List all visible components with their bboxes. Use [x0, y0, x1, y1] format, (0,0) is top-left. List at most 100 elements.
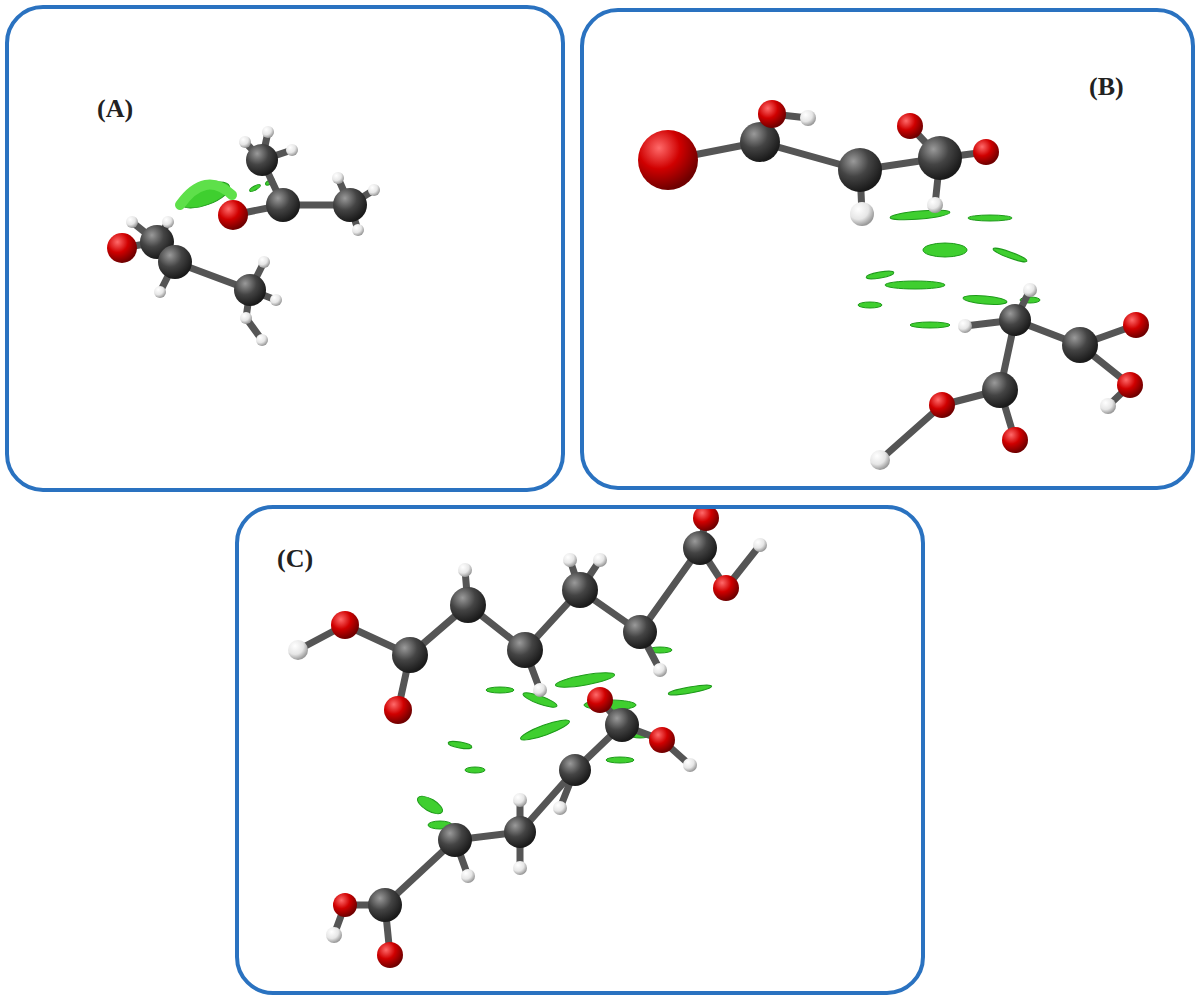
atom-sphere: [240, 312, 252, 324]
atom-sphere: [352, 224, 364, 236]
atom-sphere: [559, 754, 591, 786]
nci-patch: [890, 208, 950, 221]
atom-sphere: [262, 126, 274, 138]
atom-sphere: [333, 893, 357, 917]
atom-sphere: [562, 572, 598, 608]
atom-sphere: [239, 136, 251, 148]
atom-sphere: [1117, 372, 1143, 398]
atom-sphere: [256, 334, 268, 346]
nci-isosurface: [177, 177, 1040, 829]
atom-sphere: [683, 531, 717, 565]
atom-sphere: [246, 144, 278, 176]
nci-patch: [910, 322, 950, 328]
atom-sphere: [504, 816, 536, 848]
atom-sphere: [368, 888, 402, 922]
atom-sphere: [258, 256, 270, 268]
atom-sphere: [158, 245, 192, 279]
atom-sphere: [513, 793, 527, 807]
panel-frame: (B): [580, 8, 1195, 490]
nci-patch: [519, 716, 571, 743]
atom-sphere: [507, 632, 543, 668]
atom-sphere: [753, 538, 767, 552]
atom-sphere: [897, 113, 923, 139]
atom-sphere: [918, 136, 962, 180]
nci-patch: [866, 270, 895, 281]
atom-sphere: [973, 139, 999, 165]
atom-sphere: [1023, 283, 1037, 297]
atom-sphere: [1002, 427, 1028, 453]
nci-patch: [249, 183, 261, 192]
atom-sphere: [800, 110, 816, 126]
atom-sphere: [288, 640, 308, 660]
atom-sphere: [286, 144, 298, 156]
atom-sphere: [107, 233, 137, 263]
atom-sphere: [450, 587, 486, 623]
atom-sphere: [870, 450, 890, 470]
atom-sphere: [234, 274, 266, 306]
atom-sphere: [850, 202, 874, 226]
atom-sphere: [333, 188, 367, 222]
panel-label: (B): [1089, 72, 1124, 102]
atom-sphere: [758, 100, 786, 128]
atom-sphere: [218, 200, 248, 230]
nci-patch: [963, 294, 1008, 306]
atom-sphere: [326, 927, 342, 943]
nci-patch: [923, 243, 967, 257]
atom-sphere: [593, 553, 607, 567]
atom-sphere: [384, 696, 412, 724]
atom-sphere: [1100, 398, 1116, 414]
nci-patch: [180, 185, 232, 205]
panel-label: (C): [277, 544, 313, 574]
nci-patch: [415, 793, 445, 817]
atom-sphere: [458, 563, 472, 577]
atom-sphere: [377, 942, 403, 968]
bond-sticks: [122, 114, 1136, 955]
atom-sphere: [513, 861, 527, 875]
nci-patch: [448, 740, 473, 750]
nci-patch: [606, 757, 634, 763]
atom-sphere: [623, 615, 657, 649]
atom-sphere: [438, 823, 472, 857]
nci-patch: [465, 767, 485, 773]
atom-sphere: [154, 286, 166, 298]
atom-sphere: [1123, 312, 1149, 338]
nci-patch: [992, 246, 1028, 264]
atom-spheres: [107, 100, 1149, 968]
nci-patch: [668, 683, 712, 697]
atom-sphere: [266, 188, 300, 222]
panel-frame: (A): [5, 5, 565, 492]
nci-patch: [555, 670, 616, 690]
atom-sphere: [563, 553, 577, 567]
atom-sphere: [649, 727, 675, 753]
atom-sphere: [332, 172, 344, 184]
atom-sphere: [929, 392, 955, 418]
panel-frame: (C): [235, 505, 925, 995]
atom-sphere: [553, 801, 567, 815]
nci-patch: [486, 687, 514, 693]
atom-sphere: [958, 319, 972, 333]
atom-sphere: [638, 130, 698, 190]
atom-sphere: [270, 294, 282, 306]
atom-sphere: [331, 611, 359, 639]
atom-sphere: [999, 304, 1031, 336]
atom-sphere: [1062, 327, 1098, 363]
atom-sphere: [740, 122, 780, 162]
atom-sphere: [982, 372, 1018, 408]
nci-patch: [968, 215, 1012, 221]
atom-sphere: [683, 758, 697, 772]
atom-sphere: [162, 216, 174, 228]
atom-sphere: [927, 197, 943, 213]
panel-label: (A): [97, 94, 133, 124]
atom-sphere: [368, 184, 380, 196]
nci-patch: [885, 281, 945, 289]
atom-sphere: [392, 637, 428, 673]
atom-sphere: [713, 575, 739, 601]
atom-sphere: [126, 216, 138, 228]
atom-sphere: [605, 708, 639, 742]
atom-sphere: [533, 683, 547, 697]
atom-sphere: [838, 148, 882, 192]
atom-sphere: [587, 687, 613, 713]
atom-sphere: [653, 663, 667, 677]
atom-sphere: [461, 869, 475, 883]
